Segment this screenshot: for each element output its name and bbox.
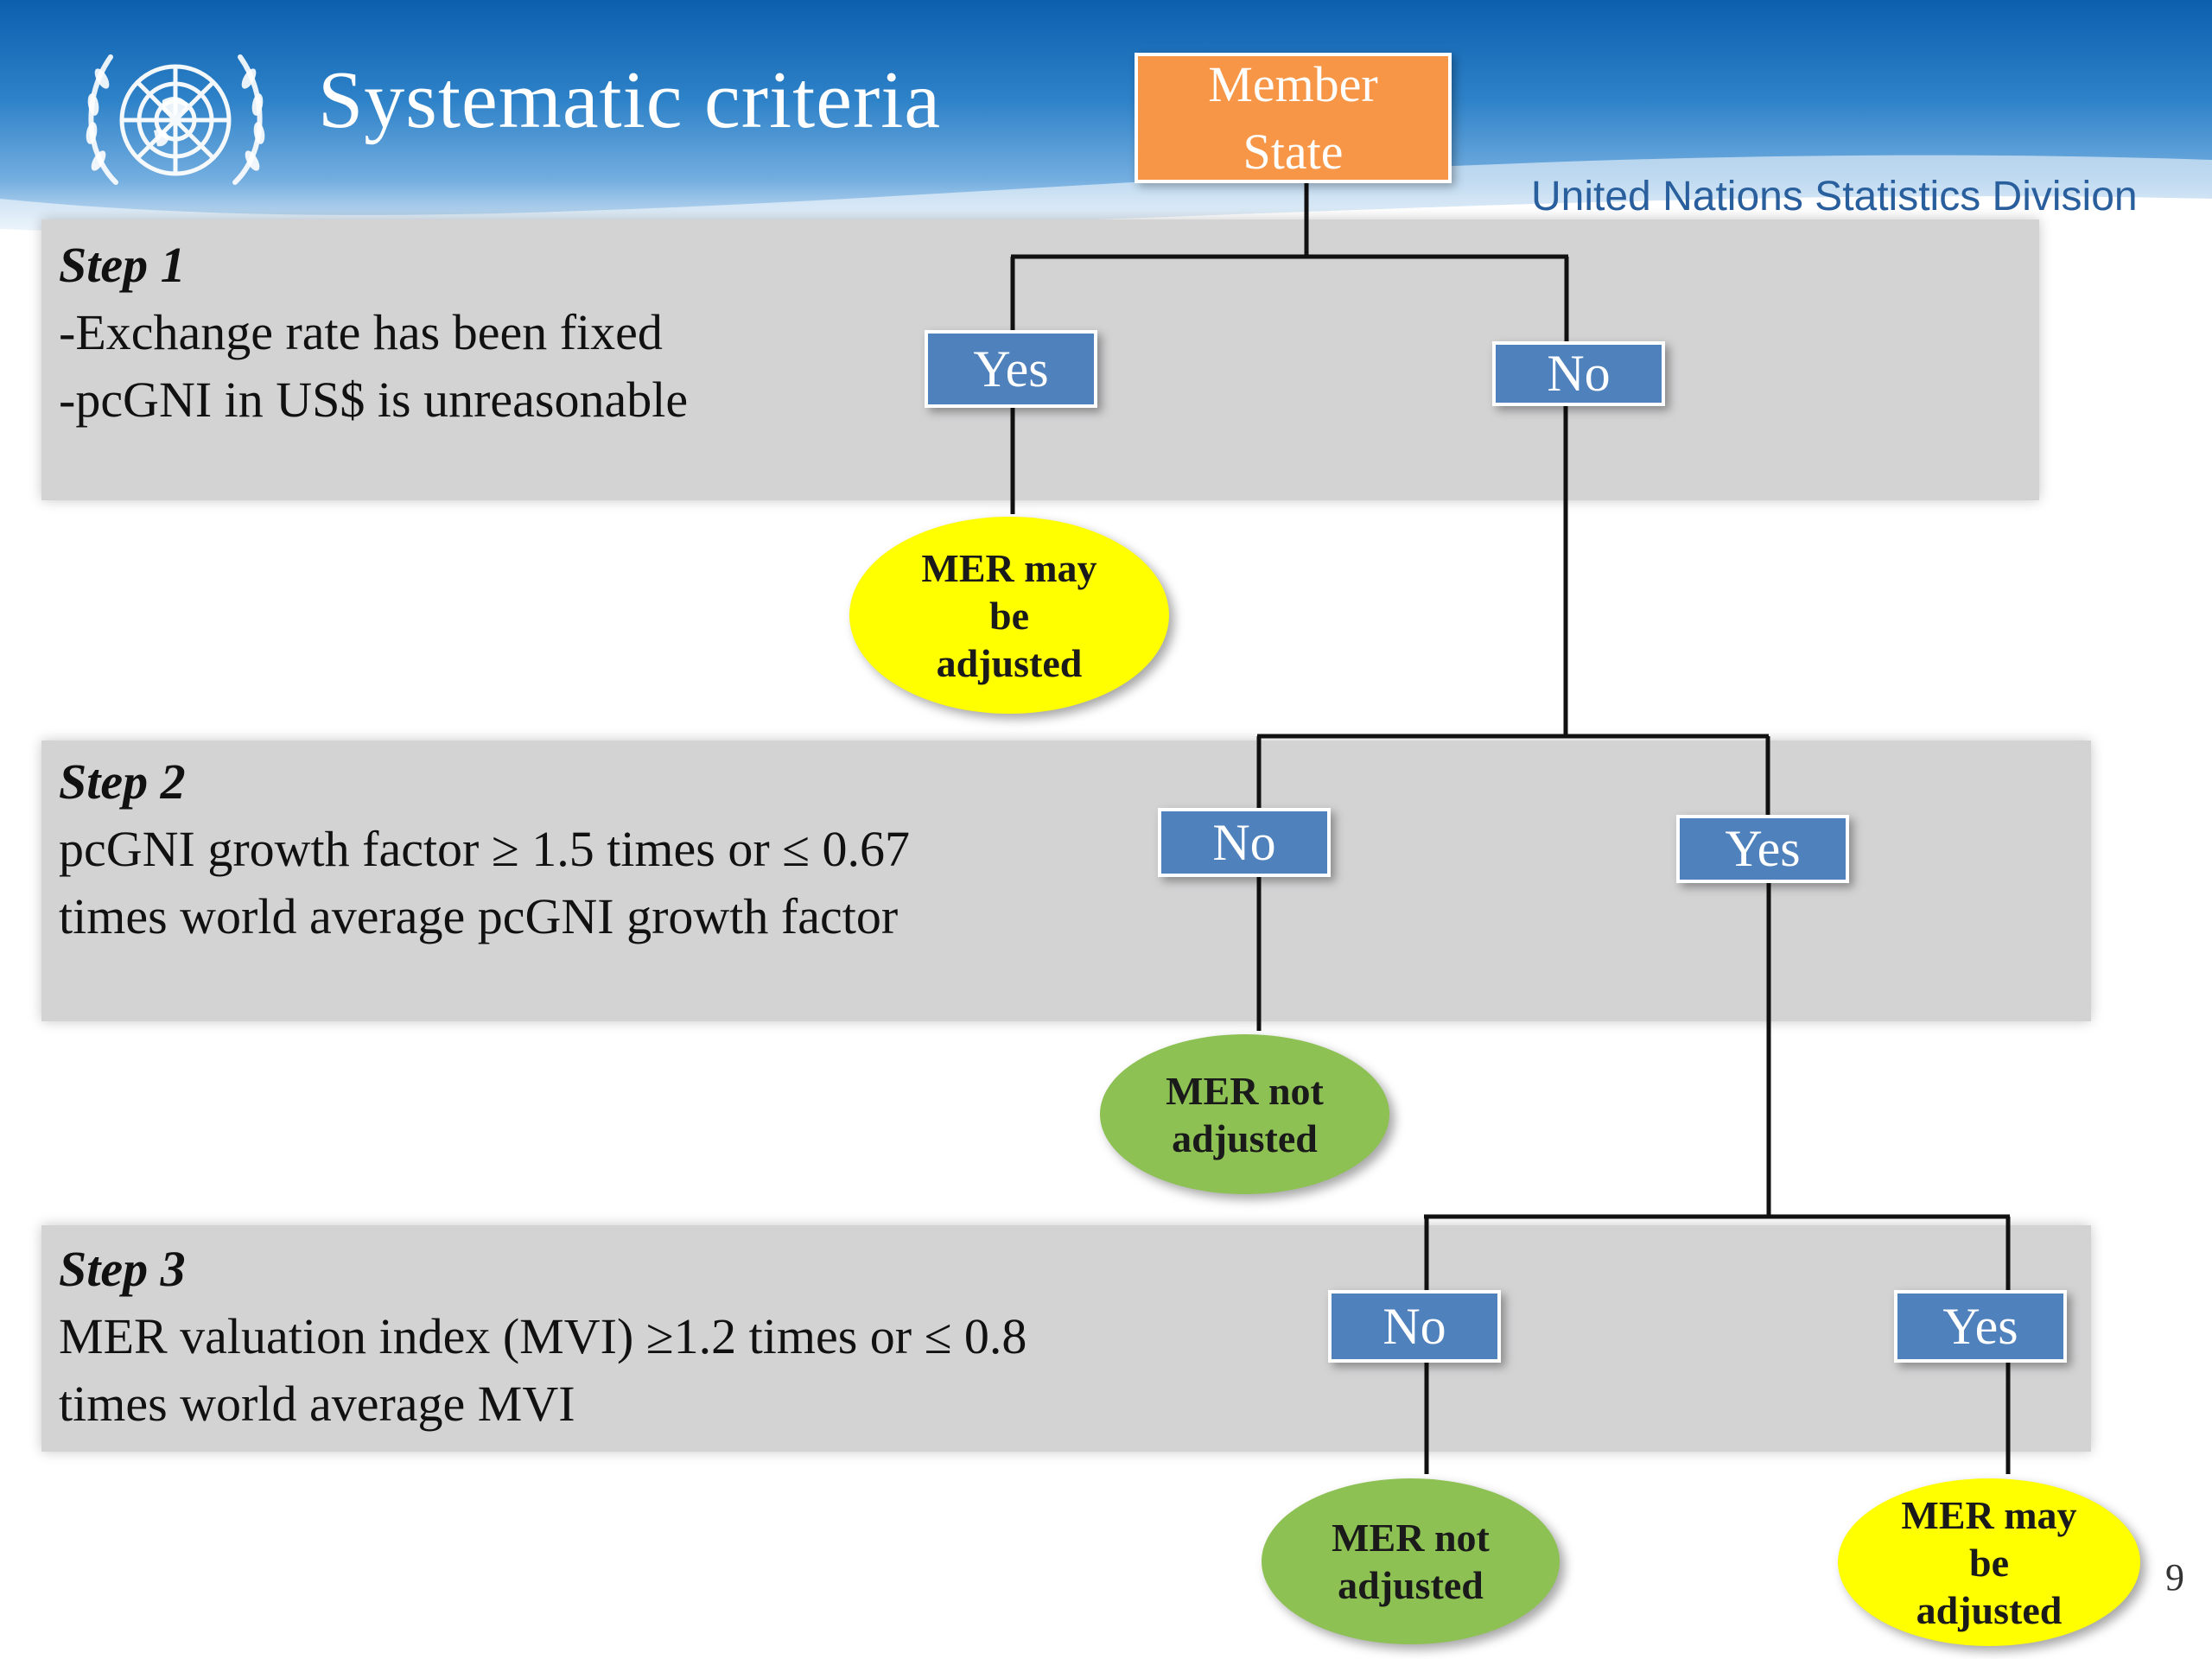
member-state-label-line-2: State: [1243, 123, 1344, 180]
member-state-node: Member State: [1135, 53, 1452, 183]
step-3-heading: Step 3: [59, 1241, 186, 1297]
step-3-panel: [41, 1225, 2091, 1452]
step-2-text: Step 2 pcGNI growth factor ≥ 1.5 times o…: [59, 748, 910, 950]
step-2-outcome-mer-not-adjusted: MER not adjusted: [1100, 1034, 1389, 1194]
step-2-heading: Step 2: [59, 753, 186, 810]
step-1-criterion-2: -pcGNI in US$ is unreasonable: [59, 372, 689, 428]
step-3-outcome-mer-not-adjusted: MER not adjusted: [1262, 1478, 1560, 1644]
member-state-label-line-1: Member: [1208, 55, 1378, 112]
slide-title: Systematic criteria: [318, 55, 942, 145]
step-1-outcome-mer-may-be-adjusted: MER may be adjusted: [849, 517, 1169, 714]
step-2-criterion-line-2: times world average pcGNI growth factor: [59, 888, 899, 944]
step-3-outcome-mer-may-be-adjusted: MER may be adjusted: [1838, 1478, 2140, 1646]
step-1-criterion-1: -Exchange rate has been fixed: [59, 304, 663, 360]
organization-name: United Nations Statistics Division: [1531, 174, 2138, 219]
step-1-no-node: No: [1492, 341, 1665, 406]
step-3-no-node: No: [1328, 1290, 1501, 1363]
un-emblem-icon: [86, 54, 265, 185]
step-3-criterion-line-2: times world average MVI: [59, 1376, 575, 1432]
step-2-criterion-line-1: pcGNI growth factor ≥ 1.5 times or ≤ 0.6…: [59, 821, 911, 877]
step-2-yes-node: Yes: [1676, 815, 1849, 883]
page-number: 9: [2165, 1556, 2184, 1599]
step-1-heading: Step 1: [59, 237, 186, 293]
step-2-no-node: No: [1158, 808, 1331, 877]
step-3-yes-node: Yes: [1894, 1290, 2067, 1363]
step-1-text: Step 1 -Exchange rate has been fixed -pc…: [59, 232, 688, 434]
step-1-yes-node: Yes: [925, 330, 1097, 408]
step-3-criterion-line-1: MER valuation index (MVI) ≥1.2 times or …: [59, 1308, 1027, 1364]
step-3-text: Step 3 MER valuation index (MVI) ≥1.2 ti…: [59, 1236, 1027, 1438]
